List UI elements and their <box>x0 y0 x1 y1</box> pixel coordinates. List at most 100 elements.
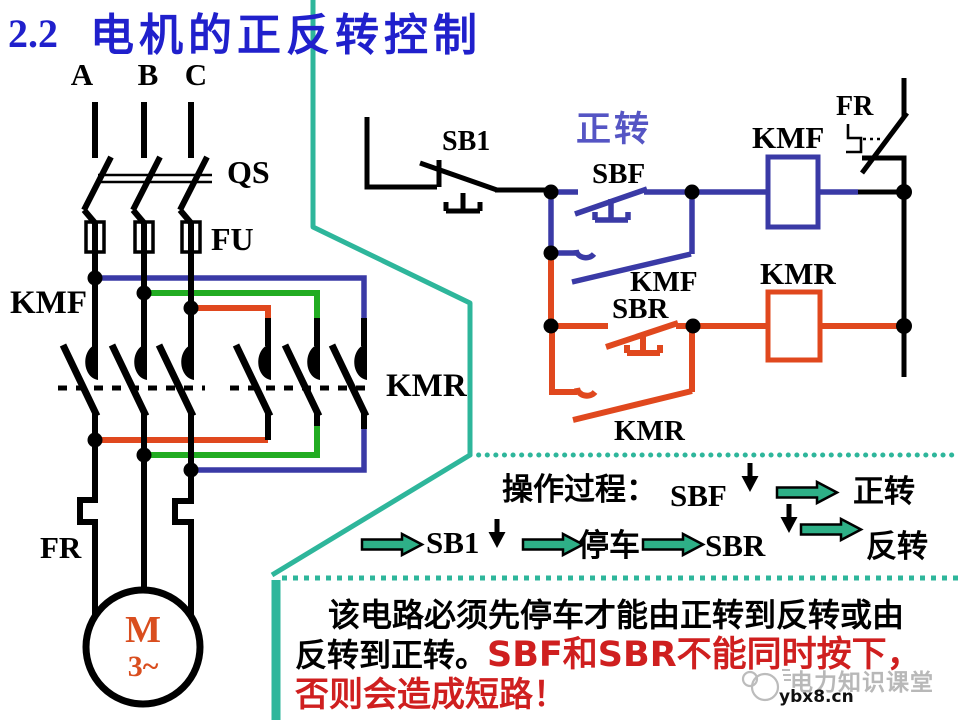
phase-a-label: A <box>71 57 94 92</box>
sbf-plunger <box>592 199 631 223</box>
note-line3: 否则会造成短路！ <box>295 675 567 715</box>
isolator-qs <box>81 155 212 225</box>
fr-thermal-element <box>846 124 863 154</box>
op-result-reverse: 反转 <box>866 529 928 565</box>
motor-type: 3~ <box>128 650 159 683</box>
op-step-sbr: SBR <box>705 528 766 563</box>
flow-arrow-icon <box>641 532 705 557</box>
kmf-contact-blades <box>59 343 197 418</box>
note-line2: 反转到正转。SBF和SBR不能同时按下， <box>295 635 922 675</box>
fuse-c <box>180 220 202 254</box>
phase-supply-lines <box>92 102 194 158</box>
title-number: 2.2 <box>8 11 58 56</box>
phase-c-label: C <box>185 57 207 92</box>
stop-button-sb1 <box>419 160 498 214</box>
wire-blue-bottom <box>191 427 367 473</box>
kmr-coil <box>765 289 823 363</box>
control-circuit: SB1 正转 SBF KMF KMF FR SBR KMR KMR <box>364 78 912 447</box>
motor-circle <box>82 586 204 708</box>
op-step-sbf: SBF <box>670 478 727 513</box>
control-junction-dots <box>543 184 912 334</box>
kmr-bottom-stubs <box>265 412 367 440</box>
kmr-latch-label: KMR <box>614 415 686 447</box>
sbf-label: SBF <box>592 158 645 190</box>
kmr-latch-left <box>549 326 577 395</box>
op-step-sb1: SB1 <box>426 525 479 560</box>
kmr-latch-hook <box>574 387 598 399</box>
phase-b-label: B <box>138 57 159 92</box>
power-circuit: M 3~ A B C QS FU KMF KMR FR <box>10 57 468 708</box>
kmf-coil-label: KMF <box>752 120 824 155</box>
forward-branch-title: 正转 <box>576 110 652 150</box>
wire-red-top <box>191 305 271 318</box>
note-line2-black: 反转到正转。 <box>295 636 487 674</box>
contact-blob <box>85 344 98 380</box>
contact-blob <box>134 344 147 380</box>
note-line2-red: SBF和SBR不能同时按下， <box>487 635 922 675</box>
operation-heading: 操作过程： <box>502 472 657 508</box>
forward-button-sbf <box>574 186 648 223</box>
sb1-blade <box>419 160 498 193</box>
power-junction-dots <box>87 270 199 478</box>
contact-blob <box>354 344 367 380</box>
sbr-label: SBR <box>612 293 669 325</box>
watermark-logo-marks <box>782 669 791 681</box>
down-arrow-icon <box>780 504 798 533</box>
control-feeder <box>364 117 437 190</box>
fuse-fu <box>84 220 202 254</box>
operation-flow: 操作过程： SBF 正转 SB1 停车 SBR 反转 <box>360 463 928 565</box>
flow-arrow-icon <box>775 480 839 505</box>
fr-thermal-contact <box>846 78 909 192</box>
kmr-contact-blades <box>232 343 370 418</box>
reverse-branch <box>548 253 904 423</box>
reverse-button-sbr <box>605 320 679 356</box>
sb1-plunger <box>443 193 483 214</box>
flow-arrow-icon <box>799 517 863 542</box>
fr-main-label: FR <box>40 530 82 565</box>
watermark: 电力知识课堂 ybx8.cn <box>741 669 934 707</box>
watermark-logo-icon <box>750 672 780 702</box>
title-block: 2.2 电机的正反转控制 <box>8 10 482 61</box>
contact-blob <box>307 344 320 380</box>
sbr-plunger <box>624 333 663 356</box>
kmr-main-label: KMR <box>386 368 468 404</box>
latch-hook <box>573 249 597 261</box>
phase-columns-upper <box>92 222 194 348</box>
kmf-latch-label: KMF <box>630 266 698 298</box>
fr-control-label: FR <box>836 91 874 122</box>
kmf-main-label: KMF <box>10 285 87 321</box>
fr-fixed-contact <box>862 155 907 192</box>
op-result-forward: 正转 <box>853 474 915 510</box>
qs-blades <box>81 155 210 212</box>
watermark-brand: 电力知识课堂 <box>790 669 934 696</box>
down-arrow-icon <box>488 519 506 548</box>
column-c-lower-with-fr <box>172 412 194 615</box>
callout-outline <box>270 0 959 720</box>
flow-arrow-icon <box>360 532 424 557</box>
kmf-main-contacts <box>58 343 205 418</box>
fuse-a <box>84 220 106 254</box>
fuse-label: FU <box>211 221 254 257</box>
warning-note: 该电路必须先停车才能由正转到反转或由 反转到正转。SBF和SBR不能同时按下， … <box>295 596 922 715</box>
callout-polyline <box>270 0 473 578</box>
page-title: 电机的正反转控制 <box>90 10 482 61</box>
wire-green-bottom <box>144 424 320 458</box>
latch-blade <box>571 251 692 285</box>
kmr-main-contacts <box>230 318 372 440</box>
fr-blade <box>860 111 909 175</box>
kmr-latch-contact <box>549 326 695 423</box>
kmr-coil-label: KMR <box>760 256 836 291</box>
kmr-top-stubs <box>265 318 367 346</box>
motor: M 3~ <box>82 586 204 708</box>
sb1-label: SB1 <box>442 126 490 157</box>
fuse-b <box>133 220 155 254</box>
op-result-stop: 停车 <box>578 528 640 564</box>
contact-blob <box>181 344 194 380</box>
kmf-coil <box>765 154 821 230</box>
column-a-lower-with-fr <box>77 412 98 616</box>
down-arrow-icon <box>741 463 759 492</box>
flow-arrow-icon <box>521 532 585 557</box>
kmr-latch-blade <box>572 388 693 423</box>
wire-blue-top <box>95 275 367 318</box>
